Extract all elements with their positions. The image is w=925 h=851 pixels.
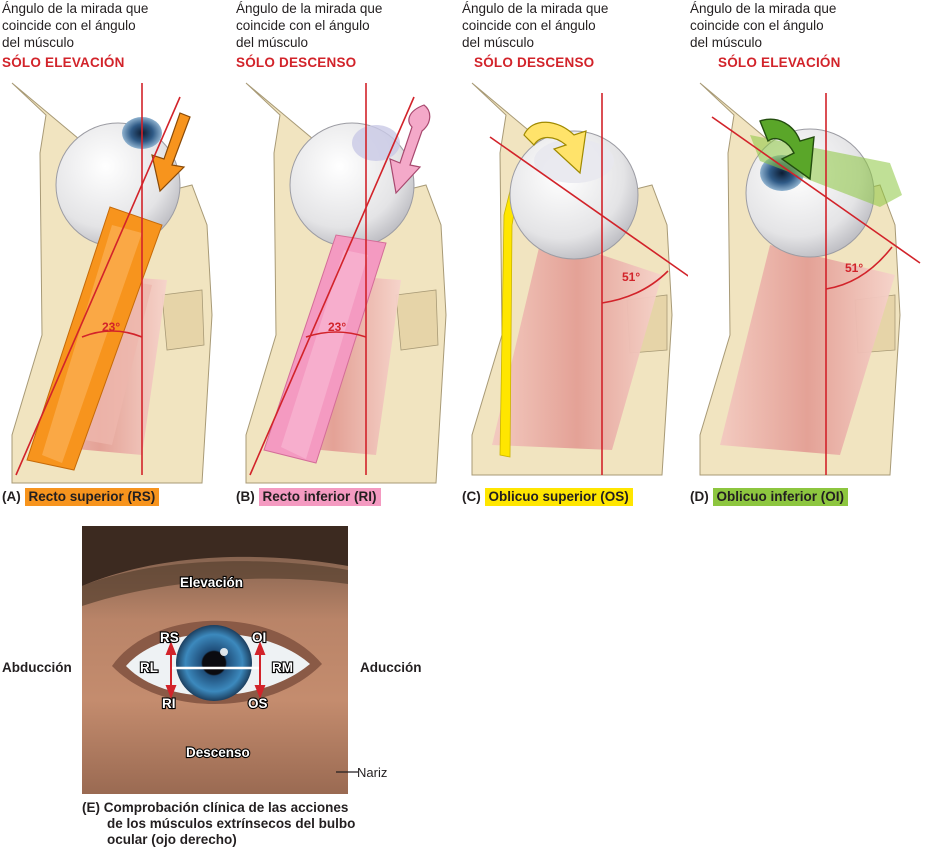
muscle-name: Oblicuo superior (OS) [484,488,633,506]
muscle-caption: (B) Recto inferior (RI) [236,488,381,506]
caption-letter: (E) [82,800,100,815]
label-rs: RS [160,630,179,645]
gaze-arrow [389,104,431,195]
clinical-caption: (E) Comprobación clínica de las acciones… [82,800,355,848]
gaze-arrow [151,112,191,193]
abduction-label: Abducción [2,660,72,675]
adduction-label: Aducción [360,660,422,675]
muscle-caption: (C) Oblicuo superior (OS) [462,488,633,506]
panel-letter: (D) [690,489,709,504]
panel-header: Ángulo de la mirada que coincide con el … [236,1,383,50]
panel-header: Ángulo de la mirada que coincide con el … [2,1,149,50]
iris [352,125,400,161]
orbit-illustration: 23° [11,82,213,484]
angle-arc [305,331,367,338]
caption-line-2: de los músculos extrínsecos del bulbo [107,816,356,831]
orbit-illustration: 23° [245,82,447,484]
label-rm: RM [272,660,293,675]
panel-header: Ángulo de la mirada que coincide con el … [690,1,837,50]
gaze-axis [489,136,688,277]
panel-letter: (A) [2,489,21,504]
panel-letter: (B) [236,489,255,504]
orbit-illustration: 51° [699,82,921,476]
eye-photograph: Elevación RS OI RL RM RI OS Descenso [82,526,348,794]
muscle-name: Oblicuo inferior (OI) [712,488,849,506]
action-label: SÓLO ELEVACIÓN [2,55,125,70]
panel-recto-superior: Ángulo de la mirada que coincide con el … [2,0,228,515]
panel-recto-inferior: Ángulo de la mirada que coincide con el … [236,0,462,515]
gaze-arrow [759,118,815,181]
label-oi: OI [252,630,266,645]
depression-label: Descenso [186,745,250,760]
gaze-axis [711,116,921,264]
label-ri: RI [162,696,176,711]
action-label: SÓLO DESCENSO [474,55,595,70]
gaze-axis [249,96,415,476]
muscle-name: Recto inferior (RI) [258,488,381,506]
action-label: SÓLO DESCENSO [236,55,357,70]
panel-oblicuo-inferior: Ángulo de la mirada que coincide con el … [690,0,921,515]
eyebrow [82,526,348,586]
muscle-caption: (A) Recto superior (RS) [2,488,160,506]
nose-leader-line [336,771,358,773]
elevation-label: Elevación [180,575,243,590]
vertical-arrows [165,641,266,699]
caption-line-1: Comprobación clínica de las acciones [103,800,349,815]
angle-arc [601,270,669,304]
action-label: SÓLO ELEVACIÓN [718,55,841,70]
muscle-caption: (D) Oblicuo inferior (OI) [690,488,849,506]
angle-value: 51° [845,261,863,275]
panel-header: Ángulo de la mirada que coincide con el … [462,1,609,50]
angle-value: 51° [622,270,640,284]
gaze-arrow [523,121,587,175]
angle-value: 23° [328,320,346,334]
gaze-axis [15,96,181,476]
panel-letter: (C) [462,489,481,504]
extraocular-muscles [720,245,895,455]
nose-label: Nariz [357,765,388,780]
angle-value: 23° [102,320,120,334]
label-rl: RL [140,660,158,675]
label-os: OS [248,696,268,711]
caption-line-3: ocular (ojo derecho) [107,832,237,847]
iris-photo [176,625,252,701]
angle-arc [81,330,143,338]
muscle-name: Recto superior (RS) [24,488,160,506]
orbit-illustration: 51° [471,82,688,476]
panel-oblicuo-superior: Ángulo de la mirada que coincide con el … [462,0,688,515]
angle-arc [825,246,893,290]
extraocular-muscles [492,235,662,450]
